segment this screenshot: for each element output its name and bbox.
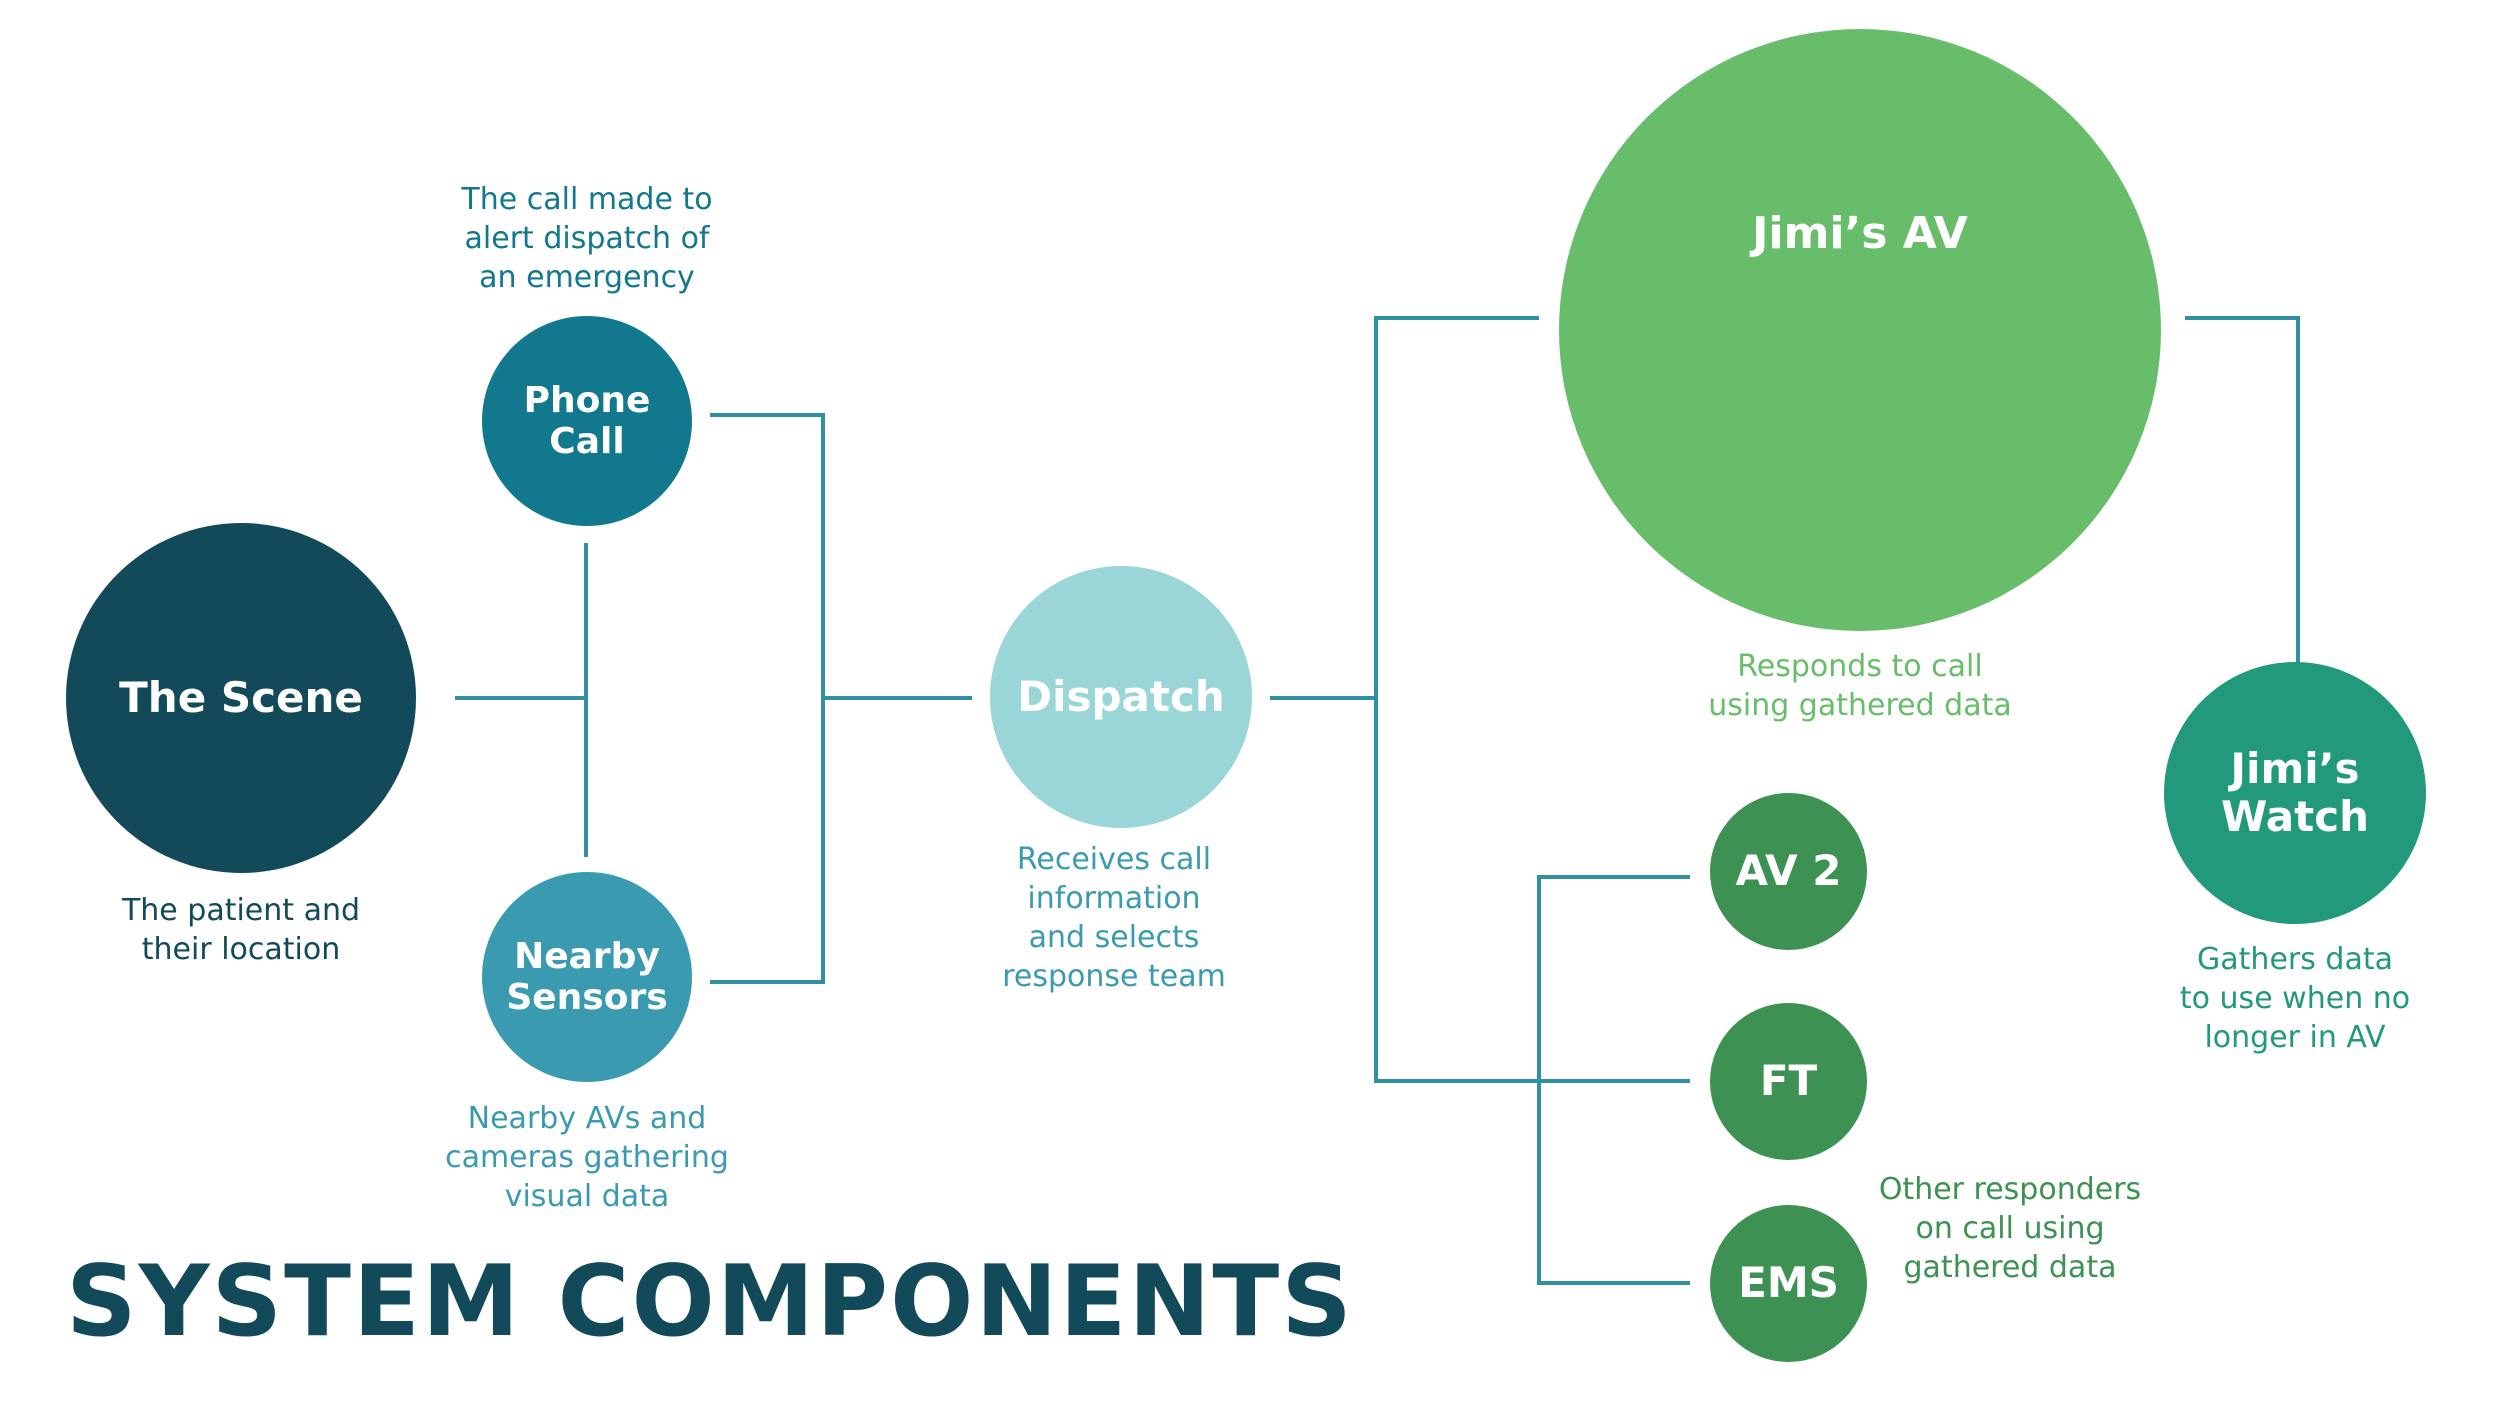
page-title: SYSTEM COMPONENTS — [66, 1245, 1354, 1359]
dispatch-node: Dispatch — [990, 566, 1252, 828]
nearby-sensors-node: Nearby Sensors — [482, 872, 692, 1082]
nearby-sensors-description: Nearby AVs and cameras gathering visual … — [445, 1101, 729, 1214]
the-scene-node: The Scene — [66, 523, 416, 873]
dispatch-description: Receives call information and selects re… — [1002, 842, 1226, 994]
dispatch-label: Dispatch — [1017, 671, 1225, 721]
jimis-av-description: Responds to call using gathered data — [1708, 649, 2012, 723]
nearby-sensors-label: Nearby Sensors — [506, 935, 668, 1018]
the-scene-description: The patient and their location — [121, 893, 361, 967]
av2-node: AV 2 — [1710, 793, 1867, 950]
ems-node: EMS — [1710, 1205, 1867, 1362]
phone-call-node: Phone Call — [482, 316, 692, 526]
ft-label: FT — [1759, 1056, 1818, 1106]
jimis-watch-node: Jimi’s Watch — [2164, 662, 2426, 924]
jimis-av-label: Jimi’s AV — [1752, 207, 1968, 259]
av2-label: AV 2 — [1735, 846, 1842, 896]
phone-call-description: The call made to alert dispatch of an em… — [461, 182, 713, 295]
ft-node: FT — [1710, 1003, 1867, 1160]
responders-description: Other responders on call using gathered … — [1878, 1172, 2142, 1285]
phone-call-label: Phone Call — [523, 379, 651, 462]
the-scene-label: The Scene — [119, 672, 363, 722]
jimis-watch-description: Gathers data to use when no longer in AV — [2179, 942, 2411, 1055]
jimis-watch-label: Jimi’s Watch — [2220, 743, 2370, 841]
jimis-av-node: Jimi’s AV — [1559, 29, 2161, 631]
ems-label: EMS — [1738, 1258, 1839, 1308]
